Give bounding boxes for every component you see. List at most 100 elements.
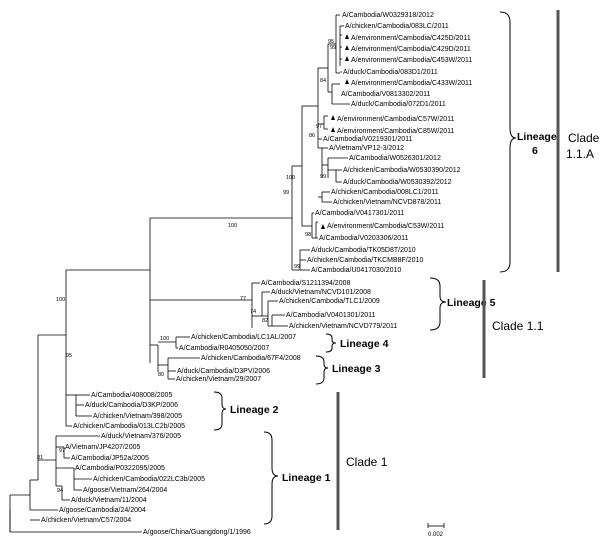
leaf-label: A/goose/China/Guangdong/1/1996 bbox=[143, 529, 251, 536]
leaf-label: A/chicken/Cambodia/013LC2b/2005 bbox=[73, 423, 185, 430]
leaf-label: A/chicken/Cambodia/022LC3b/2005 bbox=[93, 476, 205, 483]
leaf-label: A/Cambodia/S1211394/2008 bbox=[261, 280, 350, 287]
leaf-labels: A/Cambodia/W0329318/2012 A/chicken/Cambo… bbox=[41, 12, 472, 536]
leaf-label: A/Cambodia/V0219301/2011 bbox=[323, 136, 412, 143]
leaf-label: A/duck/Cambodia/D3PV/2006 bbox=[177, 368, 270, 375]
lineage-5-label: Lineage 5 bbox=[447, 297, 496, 309]
bootstrap-value: 99 bbox=[320, 174, 326, 180]
bootstrap-value: 98 bbox=[305, 232, 311, 238]
lineage-annotations: Lineage 6 Lineage 5 Lineage 4 Lineage 3 … bbox=[213, 11, 557, 525]
lineage-6-brace bbox=[499, 11, 517, 273]
bootstrap-values: 95 99 84 97 86 99 100 99 98 99 100 77 74… bbox=[37, 39, 336, 494]
bootstrap-value: 77 bbox=[240, 296, 246, 302]
leaf-label: A/chicken/Cambodia/TLC1/2009 bbox=[279, 298, 380, 305]
bootstrap-value: 95 bbox=[328, 39, 334, 45]
triangle-marker-icon bbox=[321, 224, 325, 229]
leaf-label: A/chicken/Cambodia/008LC1/2011 bbox=[331, 189, 439, 196]
bootstrap-value: 84 bbox=[320, 78, 326, 84]
leaf-label: A/Cambodia/JP52a/2005 bbox=[71, 455, 149, 462]
bootstrap-value: 100 bbox=[286, 175, 295, 181]
triangle-marker-icon bbox=[345, 56, 349, 61]
clade-1-1-a-label: Clade bbox=[568, 131, 600, 145]
bootstrap-value: 94 bbox=[57, 488, 63, 494]
clade-1-label: Clade 1 bbox=[346, 455, 388, 469]
bootstrap-value: 99 bbox=[294, 264, 300, 270]
environment-sample-markers bbox=[321, 34, 349, 229]
leaf-label: A/Cambodia/V0813302/2011 bbox=[341, 91, 430, 98]
leaf-label: A/duck/Cambodia/072D1/2011 bbox=[351, 101, 446, 108]
triangle-marker-icon bbox=[345, 34, 349, 39]
clade-1-1-a-number: 1.1.A bbox=[566, 147, 594, 161]
lineage-5-brace bbox=[429, 277, 447, 331]
leaf-label: A/duck/Cambodia/W0530392/2012 bbox=[343, 179, 452, 186]
lineage-6-number: 6 bbox=[532, 145, 538, 157]
bootstrap-value: 95 bbox=[66, 353, 72, 359]
bootstrap-value: 100 bbox=[228, 223, 237, 229]
leaf-label: A/environment/Cambodia/C53W/2011 bbox=[327, 223, 444, 230]
leaf-label: A/Cambodia/P0322095/2005 bbox=[75, 465, 165, 472]
scale-bar-label: 0.002 bbox=[428, 532, 444, 538]
triangle-marker-icon bbox=[331, 115, 335, 120]
lineage-3-label: Lineage 3 bbox=[332, 363, 381, 375]
bootstrap-value: 82 bbox=[262, 318, 268, 324]
triangle-marker-icon bbox=[345, 79, 349, 84]
leaf-label: A/chicken/Cambodia/LC1AL/2007 bbox=[191, 334, 296, 341]
lineage-1-label: Lineage 1 bbox=[282, 472, 331, 484]
leaf-label: A/Cambodia/R0405050/2007 bbox=[179, 345, 269, 352]
leaf-label: A/Cambodia/V0401301/2011 bbox=[286, 312, 375, 319]
leaf-label: A/Cambodia/U0417030/2010 bbox=[311, 267, 401, 274]
bootstrap-value: 74 bbox=[250, 309, 256, 315]
bootstrap-value: 100 bbox=[160, 336, 169, 342]
leaf-label: A/Cambodia/W0329318/2012 bbox=[342, 12, 434, 19]
lineage-4-label: Lineage 4 bbox=[340, 338, 389, 350]
leaf-label: A/duck/Cambodia/TK05D8T/2010 bbox=[311, 247, 416, 254]
leaf-label: A/Vietnam/JP4207/2005 bbox=[65, 444, 140, 451]
bootstrap-value: 97 bbox=[59, 448, 65, 454]
leaf-label: A/Vietnam/VP12-3/2012 bbox=[329, 145, 404, 152]
leaf-label: A/Cambodia/V0203306/2011 bbox=[319, 235, 408, 242]
leaf-label: A/chicken/Vietnam/398/2005 bbox=[93, 413, 182, 420]
leaf-label: A/goose/Vietnam/264/2004 bbox=[83, 487, 167, 494]
leaf-label: A/duck/Vietnam/11/2004 bbox=[71, 497, 147, 504]
lineage-1-brace bbox=[263, 431, 279, 525]
lineage-4-brace bbox=[325, 333, 337, 353]
leaf-label: A/environment/Cambodia/C57W/2011 bbox=[337, 116, 454, 123]
triangle-marker-icon bbox=[331, 127, 335, 132]
lineage-3-brace bbox=[315, 355, 329, 385]
lineage-2-brace bbox=[213, 391, 227, 431]
leaf-label: A/environment/Cambodia/C425D/2011 bbox=[351, 35, 471, 42]
lineage-2-label: Lineage 2 bbox=[230, 404, 279, 416]
leaf-label: A/chicken/Cambodia/083LC/2011 bbox=[345, 23, 449, 30]
bootstrap-value: 80 bbox=[158, 372, 164, 378]
leaf-label: A/duck/Cambodia/083D1/2011 bbox=[343, 69, 438, 76]
leaf-label: A/goose/Cambodia/24/2004 bbox=[59, 507, 146, 514]
clade-annotations: Clade 1.1.A Clade 1.1 Clade 1 bbox=[336, 10, 600, 530]
leaf-label: A/chicken/Cambodia/67F4/2008 bbox=[201, 355, 301, 362]
leaf-label: A/duck/Vietnam/NCVD101/2008 bbox=[271, 289, 371, 296]
leaf-label: A/chicken/Cambodia/TKCMB8F/2010 bbox=[307, 257, 423, 264]
bootstrap-value: 81 bbox=[37, 455, 43, 461]
leaf-label: A/chicken/Vietnam/29/2007 bbox=[176, 376, 261, 383]
bootstrap-value: 99 bbox=[283, 190, 289, 196]
leaf-label: A/Cambodia/V0417301/2011 bbox=[315, 210, 404, 217]
leaf-label: A/environment/Cambodia/C433W/2011 bbox=[351, 80, 472, 87]
lineage-6-label: Lineage bbox=[517, 131, 557, 143]
leaf-label: A/Cambodia/W0526301/2012 bbox=[349, 155, 441, 162]
tree-branches bbox=[9, 14, 350, 533]
leaf-label: A/chicken/Vietnam/NCVD878/2011 bbox=[333, 199, 441, 206]
leaf-label: A/environment/Cambodia/C85W/2011 bbox=[337, 128, 454, 135]
leaf-label: A/duck/Cambodia/D3KP/2006 bbox=[85, 402, 178, 409]
leaf-label: A/duck/Vietnam/376/2005 bbox=[101, 433, 181, 440]
leaf-label: A/Cambodia/408008/2005 bbox=[91, 392, 172, 399]
clade-1-1-label: Clade 1.1 bbox=[492, 319, 544, 333]
bootstrap-value: 100 bbox=[56, 297, 65, 303]
leaf-label: A/chicken/Vietnam/NCVD779/2011 bbox=[289, 323, 397, 330]
leaf-label: A/chicken/Cambodia/W0530390/2012 bbox=[343, 167, 461, 174]
triangle-marker-icon bbox=[345, 45, 349, 50]
bootstrap-value: 99 bbox=[330, 45, 336, 51]
leaf-label: A/environment/Cambodia/C429D/2011 bbox=[351, 46, 471, 53]
leaf-label: A/environment/Cambodia/C453W/2011 bbox=[351, 57, 472, 64]
bootstrap-value: 97 bbox=[316, 124, 322, 130]
leaf-label: A/chicken/Vietnam/C57/2004 bbox=[41, 517, 131, 524]
